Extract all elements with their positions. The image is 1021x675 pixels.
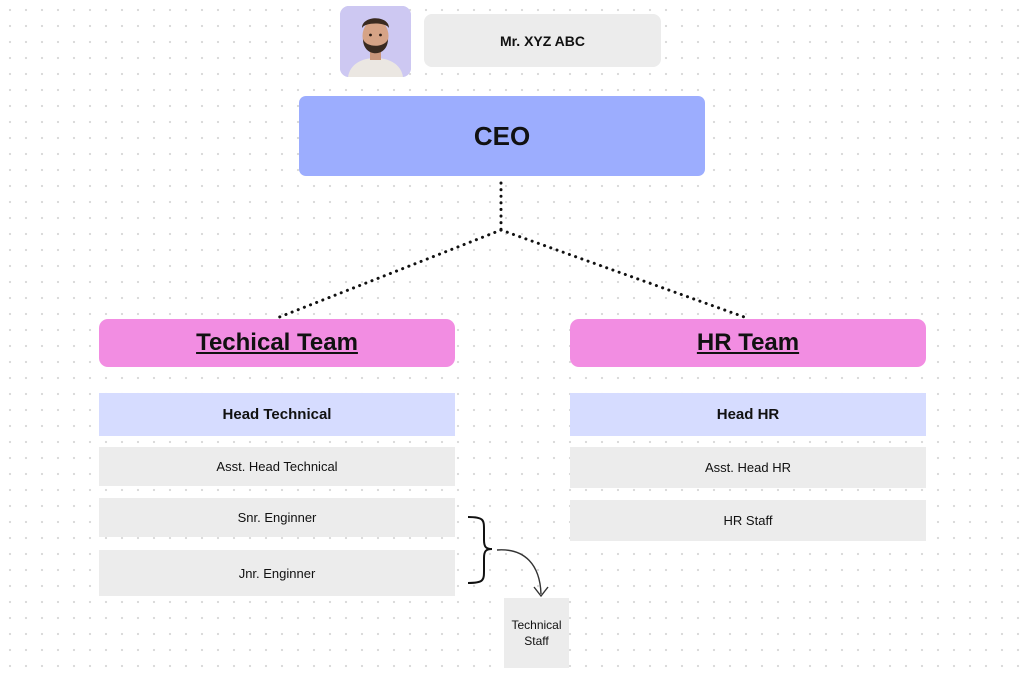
arrowhead-icon	[533, 586, 549, 598]
hr-head: Head HR	[570, 393, 926, 436]
person-photo-icon	[340, 6, 411, 77]
technical-role-asst-head: Asst. Head Technical	[99, 447, 455, 486]
technical-team-header: Techical Team	[99, 319, 455, 367]
to-staff-arrow	[496, 549, 542, 595]
hr-role-asst-head: Asst. Head HR	[570, 447, 926, 488]
engineer-group-brace	[467, 516, 493, 584]
hr-role-staff: HR Staff	[570, 500, 926, 541]
ceo-name: Mr. XYZ ABC	[424, 14, 661, 67]
ceo-to-teams-connector	[275, 181, 749, 320]
technical-head: Head Technical	[99, 393, 455, 436]
ceo-avatar	[340, 6, 411, 77]
technical-role-senior-engineer: Snr. Enginner	[99, 498, 455, 537]
hr-team-header: HR Team	[570, 319, 926, 367]
technical-role-junior-engineer: Jnr. Enginner	[99, 550, 455, 596]
technical-staff-note: Technical Staff	[504, 598, 569, 668]
ceo-title: CEO	[299, 96, 705, 176]
